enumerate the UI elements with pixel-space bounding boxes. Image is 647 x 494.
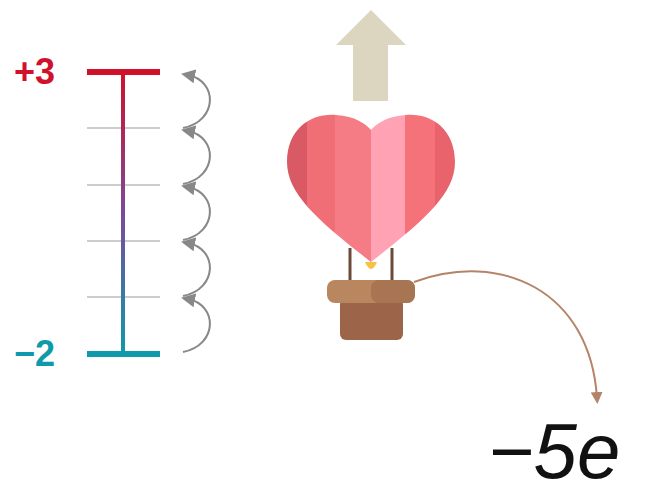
hot-air-balloon xyxy=(287,110,457,340)
step-arc xyxy=(183,299,210,352)
up-arrow xyxy=(336,10,406,101)
step-arc xyxy=(183,243,210,296)
axis-value: +3 xyxy=(14,54,55,90)
number-line xyxy=(87,69,160,357)
top-cap xyxy=(87,69,160,75)
step-arc xyxy=(183,131,210,184)
step-arcs xyxy=(183,75,210,352)
step-arc xyxy=(183,75,210,128)
bottom-cap xyxy=(87,351,160,357)
axis-value: −2 xyxy=(14,336,55,372)
result-value: −5e xyxy=(488,412,620,490)
step-arc xyxy=(183,187,210,240)
leader-arrow xyxy=(414,271,597,398)
axis-line xyxy=(121,72,125,354)
